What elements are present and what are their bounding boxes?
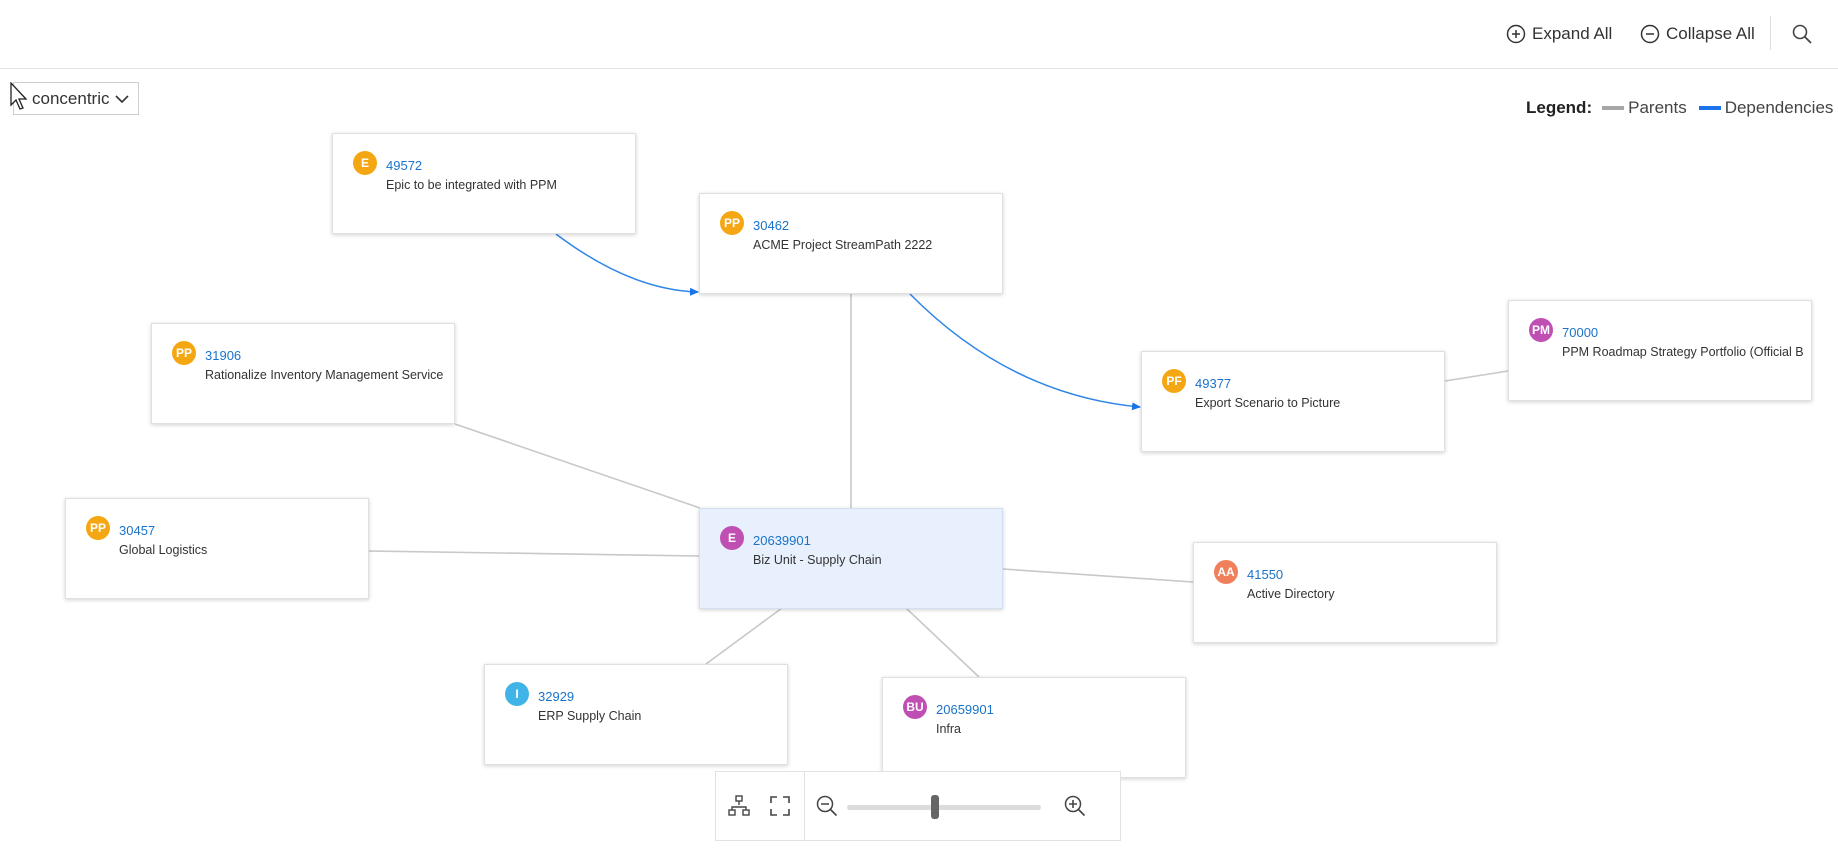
chevron-down-icon: [115, 94, 130, 103]
toolbar-divider: [1770, 16, 1771, 50]
node-type-badge: PF: [1162, 369, 1186, 393]
parents-swatch: [1602, 106, 1625, 110]
node-id-link[interactable]: 30457: [119, 523, 156, 538]
node-20659901[interactable]: BU 20659901 Infra: [882, 677, 1186, 778]
node-type-badge: PP: [172, 341, 196, 365]
edge-parent-41550: [1002, 568, 1194, 583]
node-title: Export Scenario to Picture: [1195, 396, 1341, 410]
mouse-cursor-icon: [10, 82, 28, 110]
top-toolbar: Expand All Collapse All: [0, 0, 1838, 69]
node-31906[interactable]: PP 31906 Rationalize Inventory Managemen…: [151, 323, 455, 424]
node-title: Infra: [936, 722, 962, 736]
node-30457[interactable]: PP 30457 Global Logistics: [65, 498, 369, 599]
minus-circle-icon: [1640, 24, 1660, 44]
expand-all-button[interactable]: Expand All: [1506, 22, 1612, 46]
zoom-slider-thumb[interactable]: [930, 795, 939, 819]
node-type-badge: BU: [903, 695, 927, 719]
hierarchy-layout-icon[interactable]: [727, 794, 751, 818]
layout-select[interactable]: concentric: [13, 82, 139, 115]
node-id-link[interactable]: 31906: [205, 348, 242, 363]
node-id-link[interactable]: 49572: [386, 158, 423, 173]
expand-all-label: Expand All: [1532, 24, 1613, 43]
edge-parent-30457: [368, 550, 701, 557]
node-type-badge: PP: [720, 211, 744, 235]
node-type-badge: PM: [1529, 318, 1553, 342]
node-20639901-selected[interactable]: E 20639901 Biz Unit - Supply Chain: [699, 508, 1003, 609]
node-id-link[interactable]: 41550: [1247, 567, 1284, 582]
zoom-controls: [715, 771, 1121, 841]
node-title: Global Logistics: [119, 543, 208, 557]
collapse-all-label: Collapse All: [1666, 24, 1755, 43]
plus-circle-icon: [1506, 24, 1526, 44]
legend-dependencies: Dependencies: [1698, 98, 1834, 118]
node-id-link[interactable]: 32929: [538, 689, 575, 704]
node-32929[interactable]: I 32929 ERP Supply Chain: [484, 664, 788, 765]
edge-parent-31906: [454, 423, 701, 509]
node-type-badge: PP: [86, 516, 110, 540]
node-title: Biz Unit - Supply Chain: [753, 553, 882, 567]
legend-dependencies-label: Dependencies: [1724, 98, 1834, 117]
edge-dependency-30462-49377: [909, 293, 1141, 411]
legend-parents-label: Parents: [1628, 98, 1687, 117]
node-title: ACME Project StreamPath 2222: [753, 238, 933, 252]
node-49572[interactable]: E 49572 Epic to be integrated with PPM: [332, 133, 636, 234]
legend: Legend: Parents Dependencies: [1526, 97, 1838, 119]
collapse-all-button[interactable]: Collapse All: [1640, 22, 1755, 46]
layout-select-value: concentric: [32, 88, 110, 108]
node-41550[interactable]: AA 41550 Active Directory: [1193, 542, 1497, 643]
node-title: Epic to be integrated with PPM: [386, 178, 557, 192]
legend-parents: Parents: [1602, 98, 1687, 118]
legend-label: Legend:: [1526, 98, 1593, 117]
edge-parent-32929: [705, 607, 783, 665]
node-id-link[interactable]: 49377: [1195, 376, 1232, 391]
edge-parent-70000: [1444, 370, 1509, 382]
node-id-link[interactable]: 30462: [753, 218, 790, 233]
search-icon[interactable]: [1790, 22, 1814, 46]
edge-parent-20659901: [905, 607, 980, 678]
node-30462[interactable]: PP 30462 ACME Project StreamPath 2222: [699, 193, 1003, 294]
fit-to-screen-icon[interactable]: [768, 794, 792, 818]
zoom-out-icon[interactable]: [815, 794, 839, 818]
node-49377[interactable]: PF 49377 Export Scenario to Picture: [1141, 351, 1445, 452]
edge-dependency-49572-30462: [555, 233, 699, 296]
node-title: ERP Supply Chain: [538, 709, 642, 723]
dependencies-swatch: [1698, 106, 1721, 110]
node-title: Active Directory: [1247, 587, 1335, 601]
node-id-link[interactable]: 20639901: [753, 533, 811, 548]
node-id-link[interactable]: 70000: [1562, 325, 1599, 340]
node-type-badge: E: [353, 151, 377, 175]
zoom-slider-track[interactable]: [847, 805, 1041, 810]
zoom-in-icon[interactable]: [1063, 794, 1087, 818]
zoom-divider: [804, 772, 805, 840]
node-70000[interactable]: PM 70000 PPM Roadmap Strategy Portfolio …: [1508, 300, 1812, 401]
node-id-link[interactable]: 20659901: [936, 702, 994, 717]
node-type-badge: AA: [1214, 560, 1238, 584]
node-type-badge: I: [505, 682, 529, 706]
node-type-badge: E: [720, 526, 744, 550]
node-title: PPM Roadmap Strategy Portfolio (Official…: [1562, 345, 1804, 359]
node-title: Rationalize Inventory Management Service: [205, 368, 444, 382]
